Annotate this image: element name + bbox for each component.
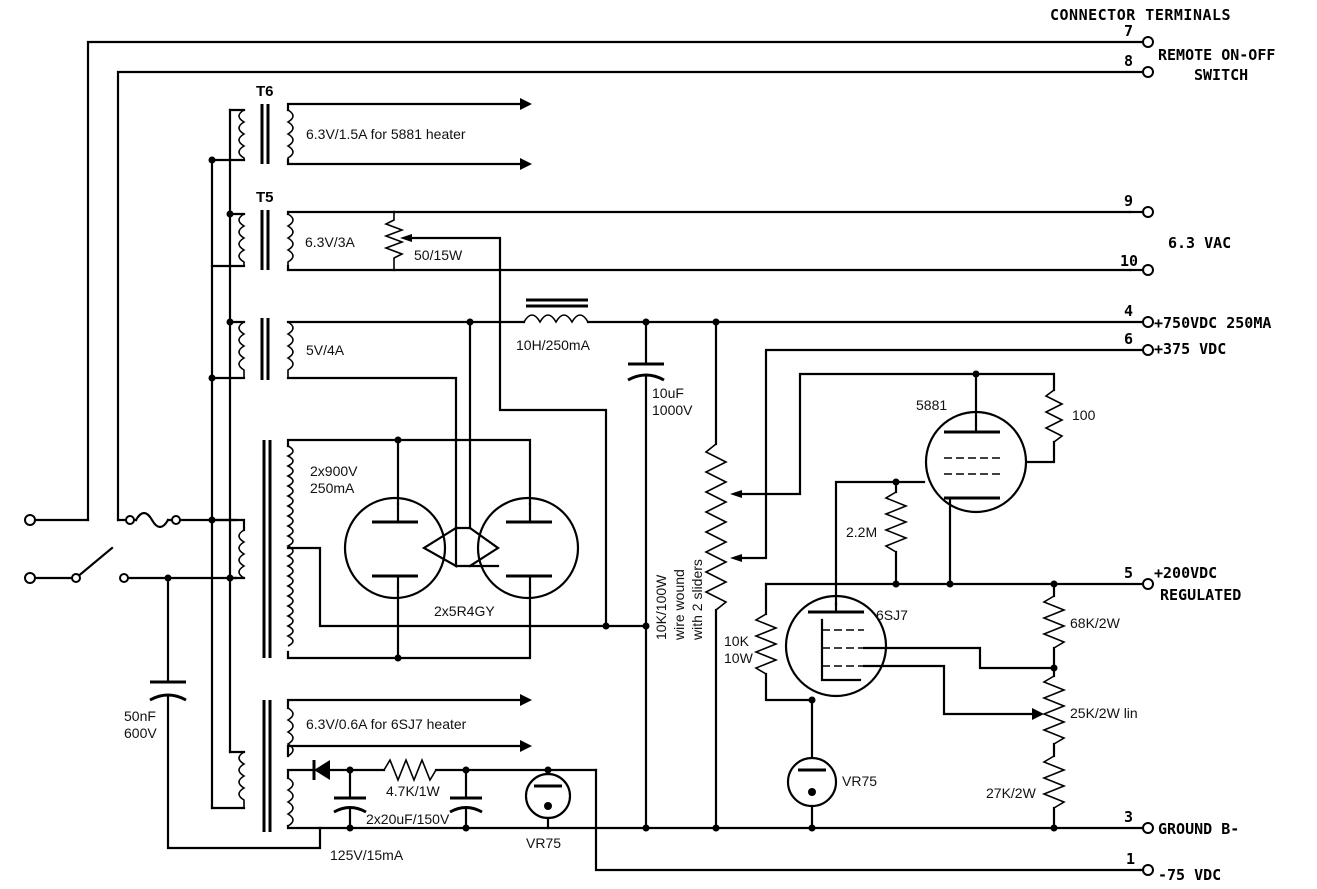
pot-50-label: 50/15W (414, 247, 463, 263)
v200-label-2: REGULATED (1160, 586, 1241, 604)
mains-inlet-top (24, 514, 36, 526)
transformer-bias (210, 694, 1142, 872)
t5-name: T5 (256, 189, 274, 206)
cap-10uf (627, 320, 665, 830)
cap-50nf-label-1: 50nF (124, 708, 156, 724)
switch-contact (119, 573, 129, 583)
r10k-label-1: 10K (724, 633, 750, 649)
tube-6sj7-label: 6SJ7 (876, 607, 908, 623)
vr75-main (786, 756, 838, 830)
output-terminals (1128, 36, 1154, 876)
terminal-3 (1142, 822, 1154, 834)
cap-50nf-label-2: 600V (124, 725, 157, 741)
cap-10uf-label-2: 1000V (652, 402, 693, 418)
t5-label: 6.3V/3A (305, 234, 355, 250)
fuse-left (125, 515, 135, 525)
vr75-main-label: VR75 (842, 773, 877, 789)
hv-label-2: 250mA (310, 480, 355, 496)
terminal-9 (1142, 206, 1154, 218)
r27k-label: 27K/2W (986, 785, 1037, 801)
terminal-10-num: 10 (1120, 252, 1138, 270)
r10k-10w (753, 582, 814, 702)
r22m-label: 2.2M (846, 524, 877, 540)
vr75-bias (524, 768, 572, 830)
remote-label-1: REMOTE ON-OFF (1158, 46, 1275, 64)
vac-label: 6.3 VAC (1168, 234, 1231, 252)
v375-label: +375 VDC (1154, 340, 1226, 358)
divider-label-1: 10K/100W (653, 574, 669, 640)
t6-label: 6.3V/1.5A for 5881 heater (306, 126, 466, 142)
v200-label-1: +200VDC (1154, 564, 1217, 582)
switch-pivot (71, 573, 81, 583)
t6-name: T6 (256, 83, 274, 100)
tube-5881-label: 5881 (916, 397, 947, 413)
regulator-divider (1041, 582, 1067, 830)
terminal-6 (1142, 344, 1154, 356)
terminal-9-num: 9 (1124, 192, 1133, 210)
sj7-heater-label: 6.3V/0.6A for 6SJ7 heater (306, 716, 467, 732)
choke-label: 10H/250mA (516, 337, 591, 353)
remote-label-2: SWITCH (1194, 66, 1248, 84)
cap-10uf-label-1: 10uF (652, 385, 684, 401)
divider-10k (704, 320, 1150, 830)
mains-inlet-bottom (24, 572, 36, 584)
hv-label-1: 2x900V (310, 463, 358, 479)
tube-6sj7 (784, 594, 1056, 758)
terminal-1 (1142, 864, 1154, 876)
terminal-10 (1142, 264, 1154, 276)
terminal-5 (1142, 578, 1154, 590)
terminal-7-num: 7 (1124, 22, 1133, 40)
cap-2x20-label: 2x20uF/150V (366, 811, 450, 827)
terminal-7 (1142, 36, 1154, 48)
terminal-4 (1142, 316, 1154, 328)
tube-5881 (834, 372, 1064, 606)
vr75-bias-label: VR75 (526, 835, 561, 851)
r47k-label: 4.7K/1W (386, 783, 440, 799)
cap-50nf (149, 680, 187, 702)
r25k-label: 25K/2W lin (1070, 705, 1138, 721)
v750-label: +750VDC 250MA (1154, 314, 1271, 332)
rect-heater-label: 5V/4A (306, 342, 345, 358)
ground-label: GROUND B- (1158, 820, 1239, 838)
divider-label-2: wire wound (671, 569, 687, 641)
rectifier-label: 2x5R4GY (434, 603, 495, 619)
fuse-right (171, 515, 181, 525)
neg75-label: -75 VDC (1158, 866, 1221, 884)
connector-terminals-title: CONNECTOR TERMINALS (1050, 6, 1231, 24)
mains-wiring (34, 40, 1150, 850)
terminal-8 (1142, 66, 1154, 78)
terminal-4-num: 4 (1124, 302, 1133, 320)
terminal-8-num: 8 (1124, 52, 1133, 70)
transformer-t6 (210, 98, 532, 170)
divider-label-3: with 2 sliders (689, 559, 705, 641)
r68k-label: 68K/2W (1070, 615, 1121, 631)
r100-label: 100 (1072, 407, 1096, 423)
terminal-5-num: 5 (1124, 564, 1133, 582)
transformer-t5 (210, 210, 1132, 628)
bias-sec-label: 125V/15mA (330, 847, 404, 863)
choke-10h (468, 298, 1150, 324)
rectifier-tubes (343, 496, 580, 600)
r10k-label-2: 10W (724, 650, 754, 666)
terminal-3-num: 3 (1124, 808, 1133, 826)
transformer-hv (210, 438, 648, 660)
terminal-1-num: 1 (1126, 850, 1135, 868)
terminal-6-num: 6 (1124, 330, 1133, 348)
